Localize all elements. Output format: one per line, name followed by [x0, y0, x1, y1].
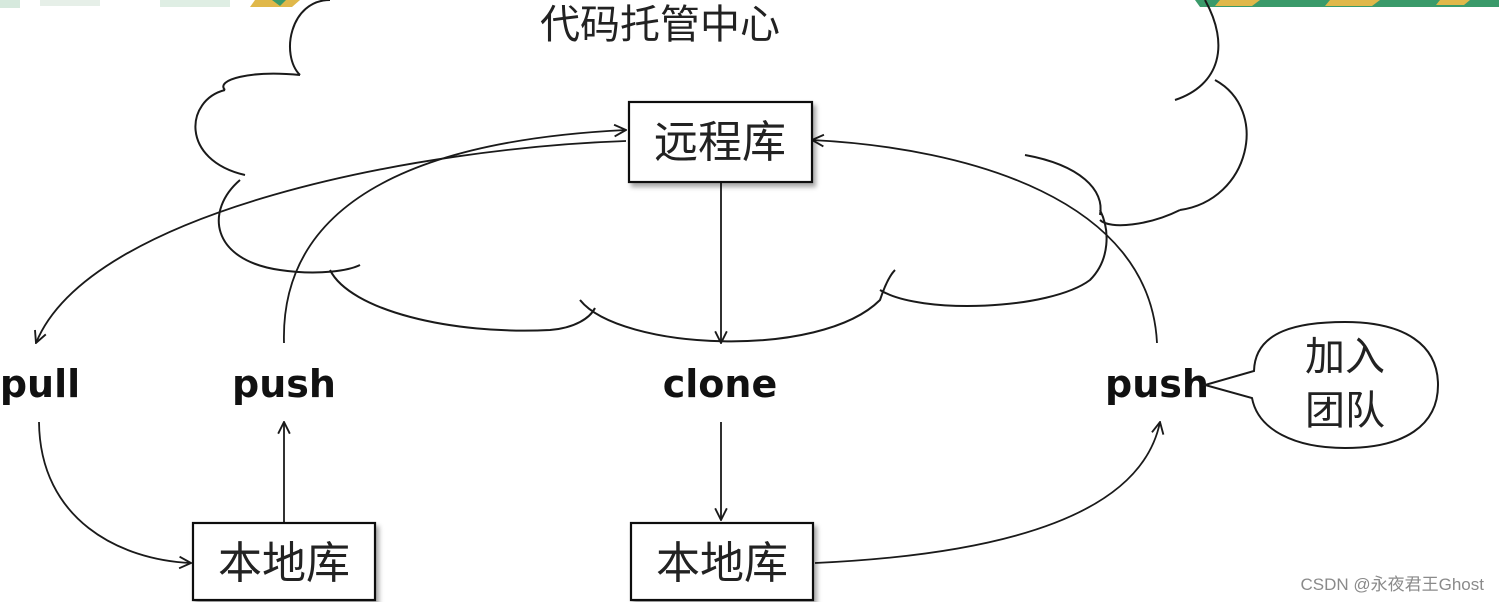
- cloud-title: 代码托管中心: [540, 2, 780, 48]
- pull-label: pull: [0, 362, 80, 406]
- remote-repo-node: 远程库: [629, 102, 812, 182]
- edges: [36, 130, 1160, 563]
- push-right-label: push: [1105, 362, 1209, 406]
- local-repo-right-node: 本地库: [631, 523, 813, 600]
- remote-repo-label: 远程库: [654, 117, 786, 168]
- local-repo-right-label: 本地库: [656, 538, 788, 589]
- clone-label: clone: [663, 362, 777, 406]
- local-to-push-right-arrow: [815, 422, 1160, 563]
- callout-line-1: 加入: [1305, 334, 1385, 380]
- pull-from-remote-arrow: [36, 141, 626, 343]
- local-repo-left-node: 本地库: [193, 523, 375, 600]
- local-repo-left-label: 本地库: [218, 538, 350, 589]
- push-left-label: push: [232, 362, 336, 406]
- csdn-watermark: CSDN @永夜君王Ghost: [1300, 575, 1484, 594]
- callout-line-2: 团队: [1305, 388, 1385, 434]
- pull-to-local-arrow: [39, 422, 191, 563]
- push-left-to-remote-arrow: [284, 130, 626, 343]
- join-team-callout: 加入 团队: [1205, 322, 1438, 448]
